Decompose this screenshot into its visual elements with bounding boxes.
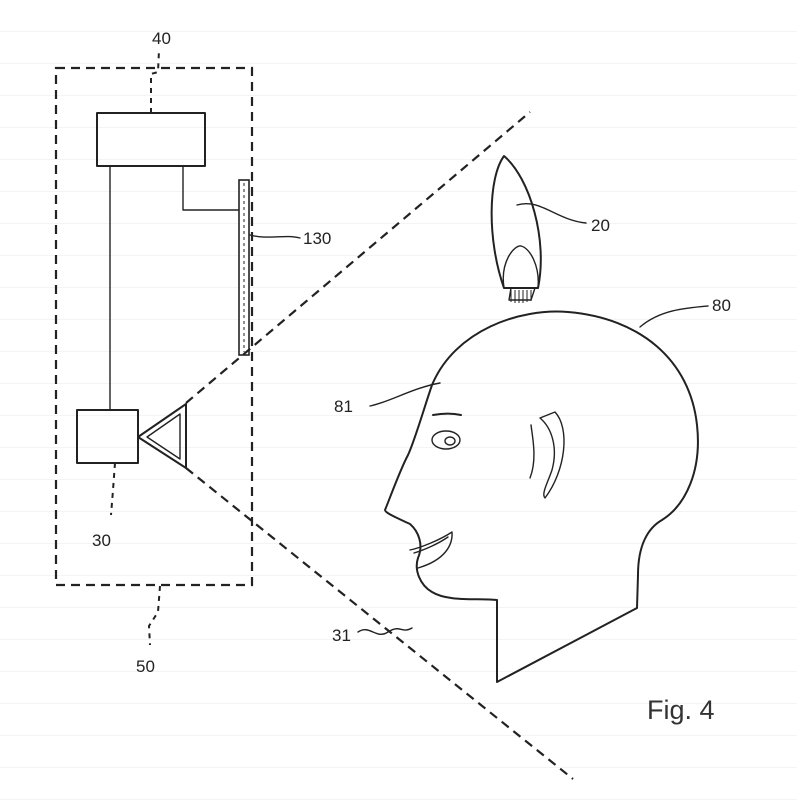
- display-leader-line: [250, 235, 300, 238]
- label-camera: 30: [92, 531, 111, 550]
- eyebrow: [433, 414, 461, 416]
- label-head: 80: [712, 296, 731, 315]
- head-leader-line: [640, 306, 708, 327]
- label-display: 130: [303, 229, 331, 248]
- field-of-view-upper-line: [186, 112, 530, 403]
- figure-caption: Fig. 4: [647, 695, 715, 725]
- ear-inner: [530, 425, 534, 478]
- head-outline: [385, 312, 698, 682]
- camera-lens-inner: [147, 414, 180, 459]
- eye: [432, 431, 460, 449]
- module-leader-line: [151, 50, 159, 113]
- label-field-of-view: 31: [332, 626, 351, 645]
- housing-leader-line: [149, 586, 160, 645]
- module-display-wire: [183, 166, 240, 210]
- camera-leader-line: [111, 463, 115, 515]
- module-box: [97, 113, 205, 166]
- label-face: 81: [334, 397, 353, 416]
- ear: [540, 412, 564, 498]
- housing-outline: [56, 68, 252, 585]
- field-of-view-lower-line: [186, 468, 573, 779]
- applicator-nozzle: [503, 246, 538, 288]
- applicator-bristles: [511, 290, 531, 303]
- applicator-body: [492, 156, 541, 288]
- label-module: 40: [152, 29, 171, 48]
- label-housing: 50: [136, 657, 155, 676]
- eye-pupil: [445, 437, 455, 445]
- camera-box: [77, 410, 138, 463]
- applicator-leader-line: [517, 204, 586, 223]
- label-applicator: 20: [591, 216, 610, 235]
